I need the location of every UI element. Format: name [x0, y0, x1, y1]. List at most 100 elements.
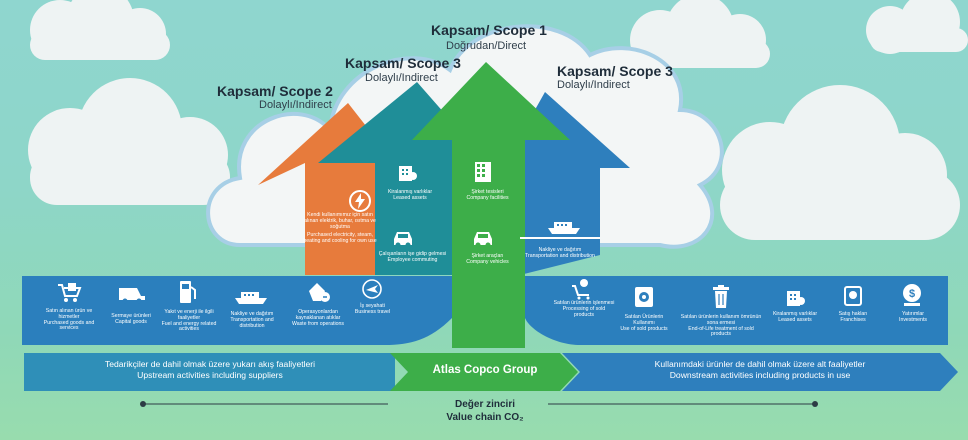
upstream-item-4-tr: Operasyonlardan kaynaklanan atıklar [295, 309, 341, 321]
scope1-item-1: Şirket araçları Company vehicles [450, 253, 525, 266]
downstream-label: Kullanımdaki ürünler de dahil olmak üzer… [590, 359, 930, 380]
waste-icon [309, 283, 330, 302]
downstream-item-3: Kiralanmış varlıklar Leased assets [762, 311, 828, 324]
scope3-up-item-1-en: Employee commuting [387, 256, 438, 263]
scope3-up-item-0-en: Leased assets [393, 194, 427, 201]
scope3-downstream-title: Kapsam/ Scope 3 [557, 63, 673, 79]
downstream-item-5-tr: Yatırımlar [901, 311, 925, 317]
value-chain-tr: Değer zinciri [454, 399, 516, 410]
scope3-upstream-subtitle: Dolaylı/Indirect [365, 72, 438, 84]
downstream-item-0: Satılan ürünlerin işlenmesi Processing o… [553, 300, 615, 318]
downstream-item-2-tr: Satılan ürünlerin kullanım ömrünün sona … [680, 314, 762, 326]
scope1-item-0-tr: Şirket tesisleri [471, 189, 504, 195]
plane-icon [362, 279, 382, 299]
upstream-item-4: Operasyonlardan kaynaklanan atıklar Wast… [283, 309, 353, 327]
cloud-left [28, 78, 230, 205]
upstream-label-en: Upstream activities including suppliers [137, 369, 283, 380]
scope2-item: Kendi kullanımımız için satın alınan ele… [300, 212, 380, 245]
upstream-item-5-en: Business travel [354, 308, 391, 315]
lightning-icon [349, 190, 371, 212]
scope1-item-1-en: Company vehicles [466, 258, 509, 265]
upstream-item-1-en: Capital goods [115, 318, 147, 325]
cloud-top-right [630, 0, 770, 70]
building-icon [399, 166, 417, 181]
upstream-item-0-tr: Satın alınan ürün ve hizmetler [45, 308, 93, 320]
cloud-top-left [30, 0, 170, 60]
scope3-down-item-en: Transportation and distribution [525, 252, 595, 259]
building-icon [787, 291, 805, 306]
scope2-subtitle: Dolaylı/Indirect [259, 99, 332, 111]
upstream-item-1: Sermaye ürünleri Capital goods [100, 313, 162, 326]
upstream-item-4-en: Waste from operations [292, 320, 344, 327]
scope3-up-item-1-tr: Çalışanların işe gidip gelmesi [378, 251, 447, 257]
upstream-label: Tedarikçiler de dahil olmak üzere yukarı… [40, 359, 380, 380]
downstream-item-2-en: End-of-Life treatment of sold products [688, 325, 754, 338]
money-icon: $ [903, 284, 921, 306]
cloud-right [720, 85, 960, 240]
upstream-item-0: Satın alınan ürün ve hizmetler Purchased… [35, 308, 103, 332]
downstream-item-4-en: Franchises [840, 316, 866, 323]
downstream-item-0-en: Processing of sold products [562, 305, 606, 318]
scope3-up-item-0-tr: Kiralanmış varlıklar [387, 189, 433, 195]
upstream-item-3-tr: Nakliye ve dağıtım [230, 311, 274, 317]
center-label: Atlas Copco Group [432, 364, 538, 376]
background-clouds [28, 0, 968, 240]
upstream-item-2: Yakıt ve enerji ile ilgili faaliyetler F… [158, 309, 220, 333]
upstream-item-1-tr: Sermaye ürünleri [111, 313, 151, 319]
value-chain-downstream-chevron [562, 353, 958, 391]
upstream-item-5: İş seyahati Business travel [345, 303, 400, 316]
scope1-item-0-en: Company facilities [466, 194, 509, 201]
upstream-item-3-en: Transportation and distribution [230, 316, 274, 329]
gear-cart-icon [572, 279, 590, 300]
downstream-item-3-en: Leased assets [778, 316, 812, 323]
franchise-icon [844, 286, 862, 306]
scope3-upstream-title: Kapsam/ Scope 3 [345, 55, 461, 71]
downstream-item-1-en: Use of sold products [620, 325, 668, 332]
ship-icon [548, 222, 580, 234]
value-chain-center-chevron [390, 353, 578, 391]
scope1-item-0: Şirket tesisleri Company facilities [450, 189, 525, 202]
cart-icon [58, 283, 82, 302]
downstream-item-4-tr: Satış hakları [838, 311, 868, 317]
downstream-item-1-tr: Satılan Ürünlerin Kullanımı [624, 314, 664, 326]
axis-end-dot [812, 401, 818, 407]
car-icon [394, 232, 412, 248]
downstream-item-3-tr: Kiralanmış varlıklar [772, 311, 818, 317]
downstream-item-5-en: Investments [899, 316, 927, 323]
car-icon [474, 232, 492, 248]
trash-icon [713, 285, 729, 308]
scope2-item-tr: Kendi kullanımımız için satın alınan ele… [304, 212, 376, 230]
downstream-band [525, 276, 948, 345]
upstream-item-3: Nakliye ve dağıtım Transportation and di… [220, 311, 284, 329]
compressor-icon [635, 287, 653, 307]
svg-text:$: $ [909, 288, 915, 300]
value-chain-en: Value chain CO₂ [446, 412, 524, 423]
scope1-item-1-tr: Şirket araçları [471, 253, 504, 259]
cloud-far-right [866, 0, 968, 54]
upstream-item-0-en: Purchased goods and services [43, 319, 95, 332]
scope1-subtitle: Doğrudan/Direct [446, 40, 527, 52]
scope3-up-item-0: Kiralanmış varlıklar Leased assets [370, 189, 450, 202]
scope3-up-item-1: Çalışanların işe gidip gelmesi Employee … [370, 251, 455, 264]
scope1-title: Kapsam/ Scope 1 [431, 22, 547, 38]
upstream-label-tr: Tedarikçiler de dahil olmak üzere yukarı… [104, 359, 316, 369]
downstream-item-5: Yatırımlar Investments [885, 311, 941, 324]
upstream-item-2-en: Fuel and energy related activities [161, 320, 217, 333]
scope2-item-en: Purchased electricity, steam, heating an… [303, 232, 377, 245]
truck-icon [119, 288, 145, 304]
factory-icon [475, 162, 491, 182]
scope3-down-item: Nakliye ve dağıtım Transportation and di… [524, 247, 596, 260]
downstream-item-0-tr: Satılan ürünlerin işlenmesi [553, 300, 615, 306]
scope2-title: Kapsam/ Scope 2 [217, 83, 333, 99]
downstream-item-1: Satılan Ürünlerin Kullanımı Use of sold … [615, 314, 673, 332]
fuel-pump-icon [180, 281, 196, 303]
upstream-item-2-tr: Yakıt ve enerji ile ilgili faaliyetler [164, 309, 214, 321]
upstream-item-5-tr: İş seyahati [360, 303, 385, 309]
ship-icon [235, 292, 267, 304]
axis-start-dot [140, 401, 146, 407]
downstream-label-en: Downstream activities including products… [669, 369, 851, 380]
scope3-down-item-tr: Nakliye ve dağıtım [538, 247, 582, 253]
scope1-arrow [412, 62, 570, 348]
